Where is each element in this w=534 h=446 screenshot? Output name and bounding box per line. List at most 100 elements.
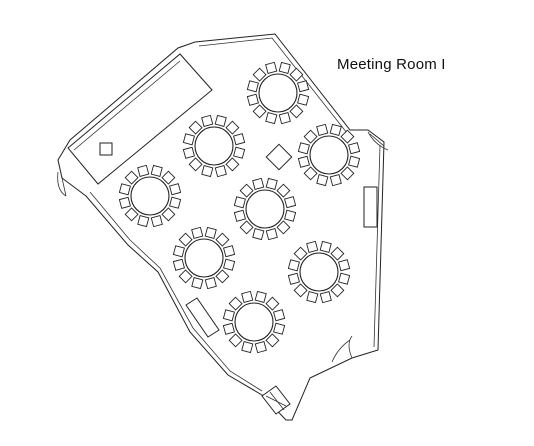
chair: [178, 269, 193, 284]
chair: [289, 67, 304, 82]
chair: [222, 322, 235, 335]
chair: [124, 170, 139, 185]
chair: [233, 209, 246, 222]
table-top: [245, 189, 285, 229]
chair: [330, 283, 345, 298]
chair: [265, 112, 278, 125]
chair: [284, 196, 297, 209]
chair: [239, 220, 254, 235]
chair: [348, 155, 361, 168]
chair: [182, 133, 195, 146]
table-top: [194, 126, 234, 166]
entry-vestibule: [261, 385, 291, 415]
chair: [254, 290, 267, 303]
chair: [137, 215, 150, 228]
chair: [338, 259, 351, 272]
chair: [273, 309, 286, 322]
chair: [201, 165, 214, 178]
chair: [303, 166, 318, 181]
chair: [161, 170, 176, 185]
chair: [278, 112, 291, 125]
round-table-6: [172, 226, 236, 290]
table-top: [184, 238, 224, 278]
chair: [293, 283, 308, 298]
chair: [150, 215, 163, 228]
door-top-right: [367, 131, 389, 151]
chair: [329, 123, 342, 136]
door-bottom-right: [331, 335, 353, 363]
chair: [241, 341, 254, 354]
chair: [306, 240, 319, 253]
table-top: [299, 252, 339, 292]
chair: [214, 114, 227, 127]
chair: [265, 177, 278, 190]
chair: [178, 232, 193, 247]
chair: [278, 61, 291, 74]
chair: [303, 129, 318, 144]
chair: [223, 245, 236, 258]
chair: [297, 93, 310, 106]
chair: [233, 146, 246, 159]
square-side-table: [265, 143, 293, 171]
chair: [265, 228, 278, 241]
chair: [241, 290, 254, 303]
chair: [191, 226, 204, 239]
chair: [222, 309, 235, 322]
chair: [254, 341, 267, 354]
chair: [161, 207, 176, 222]
chair: [297, 142, 310, 155]
chair: [316, 123, 329, 136]
round-table-7: [287, 240, 351, 304]
chair: [340, 166, 355, 181]
chair: [228, 296, 243, 311]
chair: [172, 258, 185, 271]
chair: [284, 209, 297, 222]
chair: [188, 157, 203, 172]
chair: [319, 240, 332, 253]
chair: [330, 246, 345, 261]
door-left: [57, 159, 67, 197]
chair: [293, 246, 308, 261]
chair: [246, 93, 259, 106]
chair: [265, 296, 280, 311]
chair: [233, 133, 246, 146]
chair: [228, 333, 243, 348]
chair: [338, 272, 351, 285]
chair: [265, 333, 280, 348]
table-top: [130, 176, 170, 216]
left-wall-console: [185, 297, 220, 338]
chair: [225, 157, 240, 172]
chair: [306, 291, 319, 304]
round-tables: [118, 61, 361, 354]
round-table-4: [118, 164, 182, 228]
chair: [319, 291, 332, 304]
chair: [182, 146, 195, 159]
chair: [124, 207, 139, 222]
stage-platform: [67, 53, 213, 185]
round-table-2: [182, 114, 246, 178]
chair: [201, 114, 214, 127]
round-table-3: [297, 123, 361, 187]
chair: [214, 165, 227, 178]
chair: [118, 196, 131, 209]
room-walls: [57, 33, 385, 421]
chair: [297, 80, 310, 93]
chair: [287, 259, 300, 272]
chair: [150, 164, 163, 177]
chair: [233, 196, 246, 209]
chair: [287, 272, 300, 285]
chair: [191, 277, 204, 290]
chair: [289, 104, 304, 119]
chair: [225, 120, 240, 135]
chair: [276, 183, 291, 198]
chair: [204, 226, 217, 239]
chair: [169, 183, 182, 196]
round-table-8: [222, 290, 286, 354]
chair: [118, 183, 131, 196]
chair: [188, 120, 203, 135]
chair: [265, 61, 278, 74]
chair: [169, 196, 182, 209]
chair: [223, 258, 236, 271]
chair: [316, 174, 329, 187]
chair: [215, 269, 230, 284]
